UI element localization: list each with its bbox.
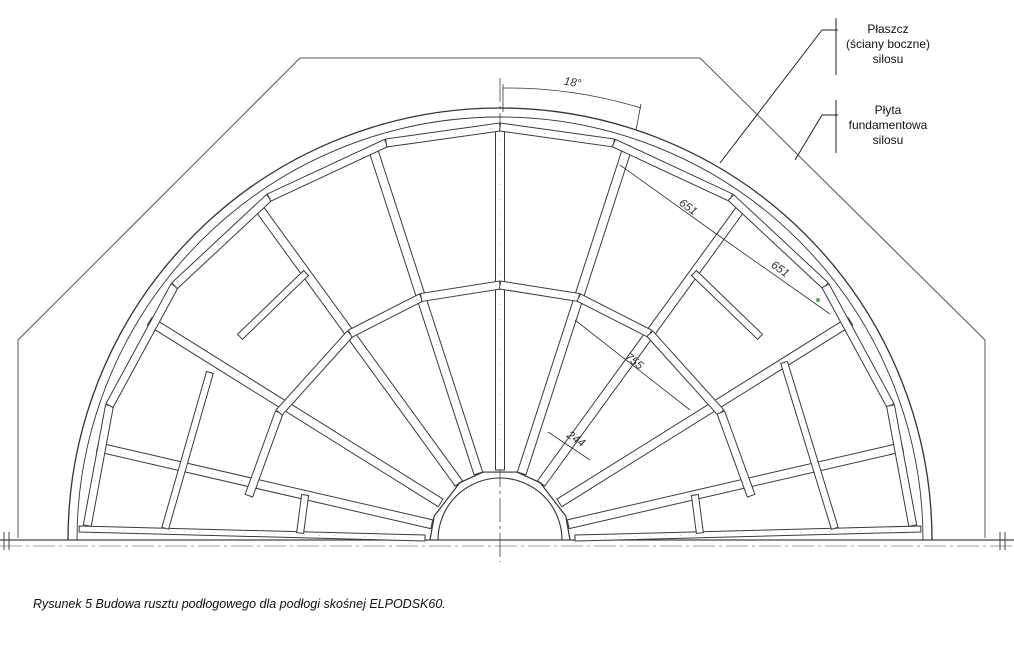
- outer-chord-7: [611, 138, 734, 202]
- secondary-chord-1-bolts: [164, 372, 211, 529]
- radial-beam-6-bolts: [521, 147, 628, 474]
- radial-beam-1-bolts: [97, 446, 432, 525]
- foundation-plate-outline: [17, 57, 986, 538]
- mid-chord-3: [347, 293, 424, 338]
- callout-line: silosu: [872, 133, 904, 147]
- callout-line: Płaszcz: [867, 22, 909, 36]
- outer-chord-2: [105, 283, 179, 409]
- mid-chord-2: [275, 330, 354, 416]
- mid-chord-1: [244, 410, 284, 498]
- secondary-chord-4: [780, 360, 839, 530]
- outer-chord-4: [266, 138, 389, 202]
- hub-ring: [429, 471, 571, 541]
- dim-651-b-label: 651: [768, 259, 791, 280]
- outer-chord-5: [385, 122, 502, 148]
- hub-arc: [437, 477, 563, 541]
- radial-beam-8: [556, 316, 854, 508]
- radial-beam-7: [536, 202, 748, 487]
- dim-755-line: [574, 319, 691, 411]
- secondary-chord-2-bolts: [239, 272, 307, 338]
- callout-line: Płyta: [874, 103, 902, 117]
- callout-line: fundamentowa: [848, 118, 928, 132]
- radial-beam-2: [146, 316, 444, 508]
- radial-beam-7-bolts: [540, 205, 743, 484]
- radial-beam-5: [495, 126, 505, 471]
- accent-marker: [816, 298, 820, 302]
- outer-chord-9: [821, 283, 895, 409]
- outer-chord-1: [82, 404, 115, 527]
- central-hub: [429, 471, 571, 541]
- callout-leaders: [719, 18, 838, 164]
- callout-shell-walls: Płaszcz(ściany boczne)silosu: [838, 22, 938, 67]
- mid-chord-5: [498, 280, 580, 303]
- dim-651-a-line: [619, 164, 723, 239]
- callout-line: (ściany boczne): [845, 37, 931, 51]
- dim-651-a-label: 651: [676, 197, 699, 218]
- radial-beam-4: [367, 145, 484, 476]
- radial-beam-8-bolts: [559, 320, 851, 504]
- outer-wall-arc: [67, 107, 933, 541]
- angle-dimension-label: 18°: [563, 76, 582, 91]
- silo-wall-arcs: [67, 107, 933, 541]
- angle-dimension-arc: [502, 87, 642, 109]
- figure-caption: Rysunek 5 Budowa rusztu podłogowego dla …: [33, 597, 446, 611]
- secondary-chord-3-bolts: [693, 272, 761, 338]
- callout-line: silosu: [872, 52, 904, 66]
- dim-651-b-line: [721, 237, 831, 315]
- baseline: [0, 532, 1014, 550]
- dim-244-line: [547, 431, 591, 461]
- radial-beam-6: [516, 145, 633, 476]
- angle-ext-right: [635, 103, 642, 131]
- grid-beams: [78, 122, 922, 542]
- edge-beam-left: [78, 525, 426, 542]
- mid-chord-4: [420, 280, 502, 303]
- secondary-chord-5: [296, 493, 310, 535]
- outer-chord-10: [885, 404, 918, 527]
- mid-chord-7: [646, 330, 725, 416]
- secondary-chord-1: [161, 370, 214, 530]
- mid-chord-6: [576, 293, 653, 338]
- inner-wall-arc: [76, 116, 924, 541]
- radial-beam-4-bolts: [372, 147, 479, 474]
- outer-chord-6: [498, 122, 615, 148]
- radial-beam-9-bolts: [568, 446, 903, 525]
- mid-chord-8: [716, 410, 756, 498]
- radial-beam-3: [252, 202, 464, 487]
- radial-beam-3-bolts: [257, 205, 460, 484]
- radial-beam-2-bolts: [149, 320, 441, 504]
- edge-beam-right: [574, 525, 922, 542]
- secondary-chord-6: [690, 493, 704, 535]
